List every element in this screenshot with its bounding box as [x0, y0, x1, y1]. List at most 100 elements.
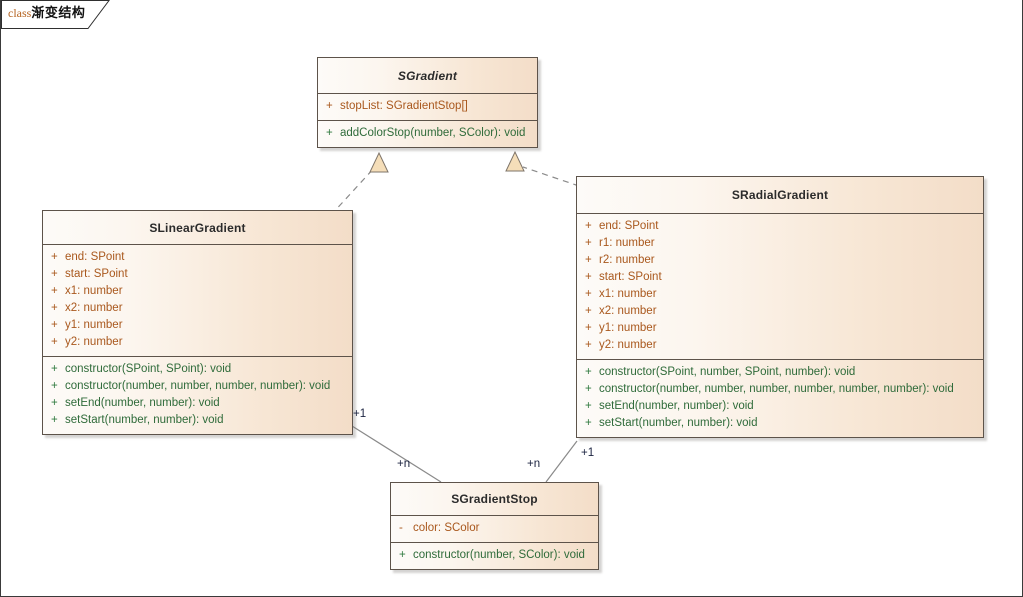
- method-row[interactable]: + constructor(SPoint, number, SPoint, nu…: [577, 364, 983, 381]
- attribute-signature: x1: number: [599, 288, 657, 300]
- attribute-row[interactable]: + start: SPoint: [577, 269, 983, 286]
- methods-section-slineargradient: + constructor(SPoint, SPoint): void + co…: [43, 357, 352, 434]
- methods-section-sgradient: + addColorStop(number, SColor): void: [318, 121, 537, 147]
- title-keyword: class: [8, 6, 32, 20]
- title-tab-outline: [1, 0, 110, 29]
- visibility-marker: +: [585, 254, 592, 266]
- visibility-marker: +: [585, 305, 592, 317]
- method-row[interactable]: + addColorStop(number, SColor): void: [318, 125, 537, 142]
- visibility-marker: +: [51, 414, 58, 426]
- attribute-row[interactable]: + stopList: SGradientStop[]: [318, 98, 537, 115]
- uml-class-sgradient[interactable]: SGradient + stopList: SGradientStop[] + …: [317, 57, 538, 148]
- attribute-row[interactable]: + end: SPoint: [577, 218, 983, 235]
- attribute-row[interactable]: + start: SPoint: [43, 266, 352, 283]
- attribute-row[interactable]: - color: SColor: [391, 520, 598, 537]
- visibility-marker: +: [585, 383, 592, 395]
- visibility-marker: +: [51, 363, 58, 375]
- visibility-marker: +: [326, 100, 333, 112]
- method-signature: constructor(number, number, number, numb…: [65, 380, 331, 392]
- method-signature: addColorStop(number, SColor): void: [340, 127, 526, 139]
- method-row[interactable]: + constructor(SPoint, SPoint): void: [43, 361, 352, 378]
- relation-linear-uses-stop: [351, 425, 442, 483]
- attributes-section-sradialgradient: + end: SPoint + r1: number + r2: number …: [577, 214, 983, 360]
- visibility-marker: +: [51, 397, 58, 409]
- multiplicity-radial-target: +n: [527, 458, 541, 470]
- method-row[interactable]: + setStart(number, number): void: [43, 412, 352, 429]
- uml-class-sradialgradient[interactable]: SRadialGradient + end: SPoint + r1: numb…: [576, 176, 984, 438]
- method-signature: constructor(SPoint, SPoint): void: [65, 363, 232, 375]
- title-tab-label: class渐变结构: [8, 4, 85, 22]
- visibility-marker: -: [399, 522, 403, 534]
- uml-class-sgradientstop[interactable]: SGradientStop - color: SColor + construc…: [390, 482, 599, 570]
- class-title-sradialgradient: SRadialGradient: [577, 177, 983, 214]
- attributes-section-sgradient: + stopList: SGradientStop[]: [318, 94, 537, 121]
- visibility-marker: +: [585, 417, 592, 429]
- attribute-row[interactable]: + y1: number: [43, 317, 352, 334]
- attribute-signature: y1: number: [599, 322, 657, 334]
- attribute-signature: y1: number: [65, 319, 123, 331]
- method-row[interactable]: + constructor(number, number, number, nu…: [577, 381, 983, 398]
- method-signature: constructor(number, SColor): void: [413, 549, 585, 561]
- class-title-sgradientstop: SGradientStop: [391, 483, 598, 516]
- attribute-row[interactable]: + end: SPoint: [43, 249, 352, 266]
- attribute-row[interactable]: + r1: number: [577, 235, 983, 252]
- uml-class-slineargradient[interactable]: SLinearGradient + end: SPoint + start: S…: [42, 210, 353, 435]
- attribute-signature: y2: number: [65, 336, 123, 348]
- attribute-row[interactable]: + r2: number: [577, 252, 983, 269]
- attribute-row[interactable]: + y1: number: [577, 320, 983, 337]
- attribute-signature: stopList: SGradientStop[]: [340, 100, 468, 112]
- visibility-marker: +: [51, 380, 58, 392]
- relation-linear-realizes-gradient: [330, 151, 389, 216]
- attribute-signature: x2: number: [65, 302, 123, 314]
- attribute-signature: r1: number: [599, 237, 655, 249]
- attribute-signature: start: SPoint: [65, 268, 128, 280]
- method-signature: constructor(number, number, number, numb…: [599, 383, 954, 395]
- attributes-section-sgradientstop: - color: SColor: [391, 516, 598, 543]
- multiplicity-linear-source: +1: [353, 408, 367, 420]
- visibility-marker: +: [585, 288, 592, 300]
- visibility-marker: +: [585, 237, 592, 249]
- class-title-slineargradient: SLinearGradient: [43, 211, 352, 245]
- methods-section-sgradientstop: + constructor(number, SColor): void: [391, 543, 598, 569]
- method-signature: constructor(SPoint, number, SPoint, numb…: [599, 366, 856, 378]
- method-signature: setEnd(number, number): void: [599, 400, 754, 412]
- attribute-signature: y2: number: [599, 339, 657, 351]
- attribute-signature: r2: number: [599, 254, 655, 266]
- visibility-marker: +: [399, 549, 406, 561]
- attributes-section-slineargradient: + end: SPoint + start: SPoint + x1: numb…: [43, 245, 352, 357]
- attribute-row[interactable]: + x2: number: [43, 300, 352, 317]
- attribute-signature: x2: number: [599, 305, 657, 317]
- method-row[interactable]: + constructor(number, SColor): void: [391, 547, 598, 564]
- method-row[interactable]: + setStart(number, number): void: [577, 415, 983, 432]
- method-row[interactable]: + constructor(number, number, number, nu…: [43, 378, 352, 395]
- attribute-signature: color: SColor: [413, 522, 480, 534]
- attribute-row[interactable]: + y2: number: [577, 337, 983, 354]
- visibility-marker: +: [585, 400, 592, 412]
- methods-section-sradialgradient: + constructor(SPoint, number, SPoint, nu…: [577, 360, 983, 437]
- title-name: 渐变结构: [31, 5, 86, 20]
- visibility-marker: +: [51, 268, 58, 280]
- multiplicity-radial-source: +1: [581, 447, 595, 459]
- visibility-marker: +: [585, 271, 592, 283]
- attribute-signature: start: SPoint: [599, 271, 662, 283]
- attribute-row[interactable]: + x1: number: [43, 283, 352, 300]
- attribute-row[interactable]: + x2: number: [577, 303, 983, 320]
- visibility-marker: +: [51, 336, 58, 348]
- visibility-marker: +: [585, 366, 592, 378]
- visibility-marker: +: [51, 319, 58, 331]
- visibility-marker: +: [585, 322, 592, 334]
- attribute-row[interactable]: + y2: number: [43, 334, 352, 351]
- method-row[interactable]: + setEnd(number, number): void: [577, 398, 983, 415]
- attribute-signature: end: SPoint: [599, 220, 659, 232]
- visibility-marker: +: [51, 285, 58, 297]
- attribute-row[interactable]: + x1: number: [577, 286, 983, 303]
- visibility-marker: +: [326, 127, 333, 139]
- multiplicity-linear-target: +n: [397, 458, 411, 470]
- visibility-marker: +: [51, 251, 58, 263]
- method-row[interactable]: + setEnd(number, number): void: [43, 395, 352, 412]
- visibility-marker: +: [51, 302, 58, 314]
- method-signature: setStart(number, number): void: [599, 417, 758, 429]
- relation-radial-realizes-gradient: [505, 150, 580, 187]
- class-title-sgradient: SGradient: [318, 58, 537, 94]
